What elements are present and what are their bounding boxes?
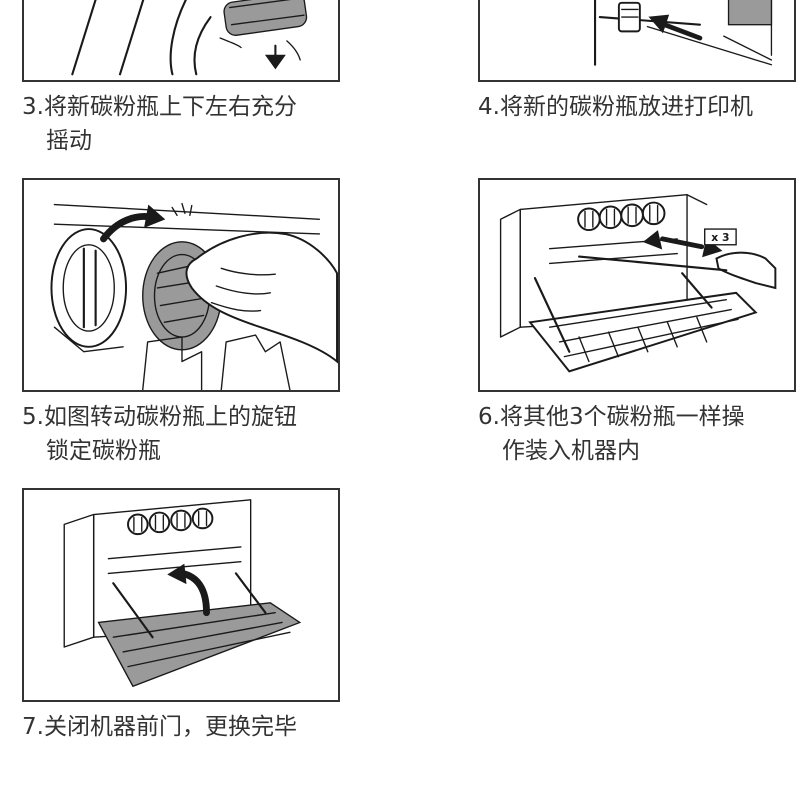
rotate-arrow-icon xyxy=(100,202,193,243)
step6-caption: 6.将其他3个碳粉瓶一样操 作装入机器内 xyxy=(478,400,745,468)
step6-x3-badge: x 3 xyxy=(711,231,729,244)
step5-caption-line2: 锁定碳粉瓶 xyxy=(46,438,161,464)
step6-illustration: x 3 xyxy=(478,178,796,392)
shake-arrow-icon xyxy=(264,44,286,70)
step7-caption-line1: 7.关闭机器前门，更换完毕 xyxy=(22,714,297,740)
insert-arrow-icon xyxy=(648,14,703,41)
step7-caption: 7.关闭机器前门，更换完毕 xyxy=(22,710,297,744)
step5-illustration xyxy=(22,178,340,392)
step3-caption: 3.将新碳粉瓶上下左右充分 摇动 xyxy=(22,90,297,158)
step4-caption: 4.将新的碳粉瓶放进打印机 xyxy=(478,90,753,124)
step5-caption: 5.如图转动碳粉瓶上的旋钮 锁定碳粉瓶 xyxy=(22,400,297,468)
step7-illustration xyxy=(22,488,340,702)
step6-caption-line2: 作装入机器内 xyxy=(502,438,640,464)
step3-caption-line1: 3.将新碳粉瓶上下左右充分 xyxy=(22,94,297,120)
step6-caption-line1: 6.将其他3个碳粉瓶一样操 xyxy=(478,404,745,430)
step3-caption-line2: 摇动 xyxy=(46,128,92,154)
step5-caption-line1: 5.如图转动碳粉瓶上的旋钮 xyxy=(22,404,297,430)
step3-illustration xyxy=(22,0,340,82)
step4-illustration xyxy=(478,0,796,82)
close-door-arrow-icon xyxy=(167,563,210,617)
step4-caption-line1: 4.将新的碳粉瓶放进打印机 xyxy=(478,94,753,120)
